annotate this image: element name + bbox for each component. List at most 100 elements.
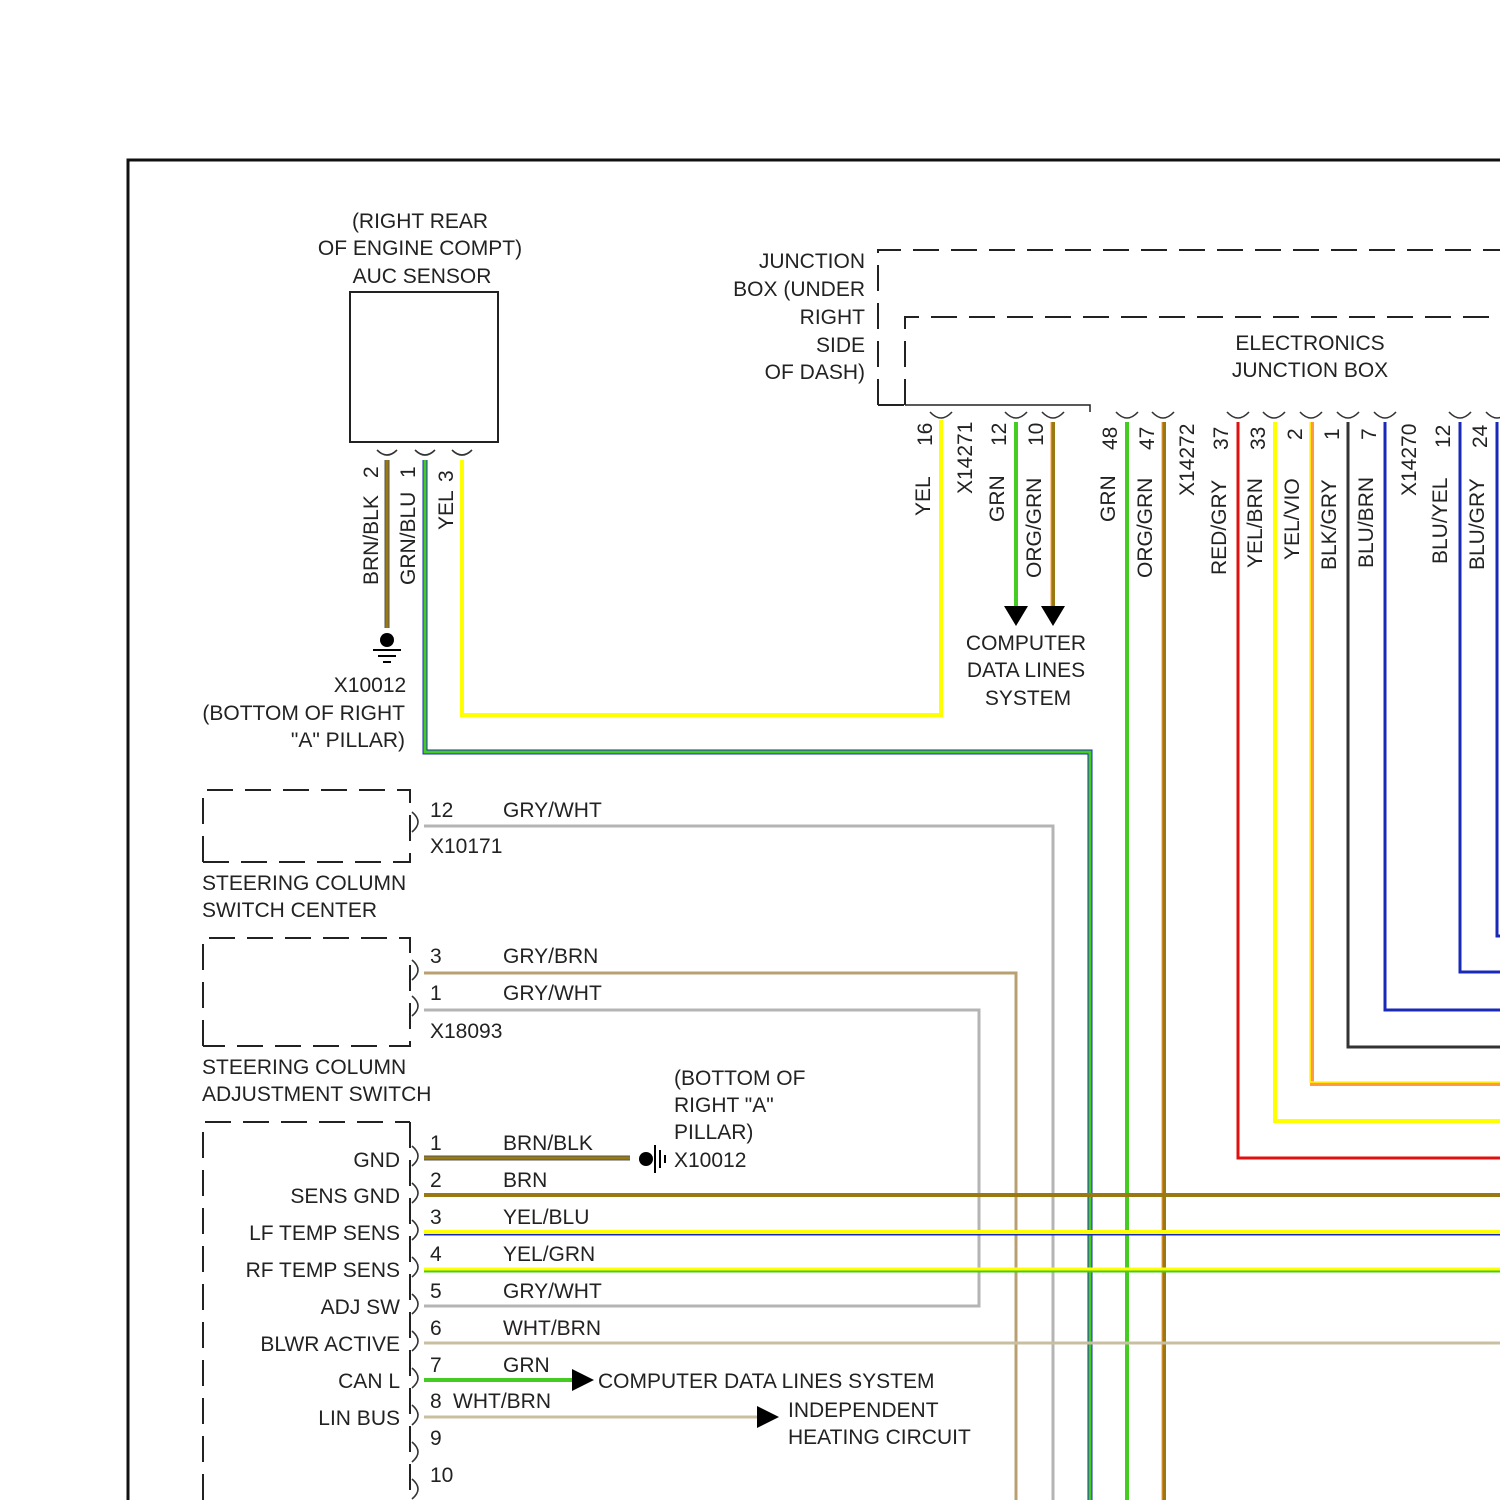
ejb-pin-12b: 12 <box>1432 425 1455 448</box>
junction-box-label-line2: BOX (UNDER <box>733 278 865 301</box>
junction-box-label-line1: JUNCTION <box>759 250 865 273</box>
ejb-wire-org-grn-47: ORG/GRN <box>1134 478 1157 578</box>
ejb-wire-yel-vio: YEL/VIO <box>1281 478 1304 560</box>
ejb-pin-37: 37 <box>1210 427 1233 450</box>
ejb-wire-grn-48: GRN <box>1097 475 1120 522</box>
ejb-pin-7: 7 <box>1358 428 1381 440</box>
wire-yel <box>462 420 941 715</box>
module-pin-6: 6 <box>430 1317 442 1340</box>
module-wire-grn: GRN <box>503 1354 550 1377</box>
module-label-lf-temp-sens: LF TEMP SENS <box>249 1222 400 1245</box>
ejb-wires <box>1004 422 1500 1500</box>
ejb-pin-47: 47 <box>1136 427 1159 450</box>
auc-wire-label-yel: YEL <box>435 490 458 530</box>
junction-box-label-line4: SIDE <box>816 334 865 357</box>
steering-column-switch-center: 1 2 GRY/WHT X10171 STEERING COLUMN SWITCH… <box>202 790 1053 1500</box>
cdl-1-line3: SYSTEM <box>985 687 1071 710</box>
switch-center-label-line1: STEERING COLUMN <box>202 872 406 895</box>
adjust-switch-pin-1: 1 <box>430 982 442 1005</box>
ejb-wire-blu-yel: BLU/YEL <box>1429 478 1452 564</box>
module-label-blwr-active: BLWR ACTIVE <box>260 1333 400 1356</box>
auc-wire-label-grn-blu: GRN/BLU <box>397 492 420 585</box>
module-pin-10: 10 <box>430 1464 453 1487</box>
module-wire-brn: BRN <box>503 1169 547 1192</box>
module-label-gnd: GND <box>353 1149 400 1172</box>
heating-label-line1: INDEPENDENT <box>788 1399 939 1422</box>
ejb-wire-blk-gry: BLK/GRY <box>1318 479 1341 570</box>
ejb-pin-10: 10 <box>1025 423 1048 446</box>
module-wire-wht-brn: WHT/BRN <box>503 1317 601 1340</box>
adjust-switch-label-line2: ADJUSTMENT SWITCH <box>202 1083 431 1106</box>
junction-box-outline <box>878 250 1500 405</box>
module-pin-2: 2 <box>430 1169 442 1192</box>
module-label-adj-sw: ADJ SW <box>321 1296 401 1319</box>
computer-data-lines-label: COMPUTER DATA LINES SYSTEM <box>966 632 1086 710</box>
ground-2-id: X10012 <box>674 1149 746 1172</box>
junction-box-label-line3: RIGHT <box>800 306 866 329</box>
module-wire-wht-brn-lin: WHT/BRN <box>453 1390 551 1413</box>
junction-box-label-line5: OF DASH) <box>765 361 865 384</box>
ejb-wire-yel: YEL <box>912 476 935 516</box>
ejb-outline <box>905 317 1500 405</box>
ejb-connector-x14271: X14271 <box>954 422 977 494</box>
ground-symbol-1: X10012 (BOTTOM OF RIGHT "A" PILLAR) <box>202 633 406 752</box>
ground-1-location-line2: "A" PILLAR) <box>291 729 405 752</box>
ejb-wire-blu-gry: BLU/GRY <box>1466 478 1489 570</box>
switch-center-wire-label: GRY/WHT <box>503 799 602 822</box>
arrow-cdl-2 <box>572 1369 594 1391</box>
ground-2-location-line3: PILLAR) <box>674 1121 753 1144</box>
ejb-label-line2: JUNCTION BOX <box>1232 359 1388 382</box>
ejb-pin-48: 48 <box>1099 427 1122 450</box>
module-label-rf-temp-sens: RF TEMP SENS <box>246 1259 400 1282</box>
junction-box: JUNCTION BOX (UNDER RIGHT SIDE OF DASH) … <box>733 250 1500 412</box>
ejb-pin-12: 12 <box>988 423 1011 446</box>
module-pin-5: 5 <box>430 1280 442 1303</box>
ground-2-location-line2: RIGHT "A" <box>674 1094 774 1117</box>
auc-wires: BRN/BLK 2 GRN/BLU 1 YEL 3 <box>360 420 1090 1500</box>
arrow-heating <box>757 1406 779 1428</box>
cdl-1-line1: COMPUTER <box>966 632 1086 655</box>
module-label-lin-bus: LIN BUS <box>318 1407 400 1430</box>
module-pin-1: 1 <box>430 1132 442 1155</box>
module-pin-8: 8 <box>430 1390 442 1413</box>
arrow-cdl-org-grn <box>1041 606 1065 626</box>
adjust-switch-pin-3: 3 <box>430 945 442 968</box>
auc-sensor-box <box>350 292 498 442</box>
auc-wire-label-brn-blk: BRN/BLK <box>360 495 383 585</box>
auc-sensor-pins <box>377 450 472 455</box>
module-pin-9: 9 <box>430 1427 442 1450</box>
module-pin-7: 7 <box>430 1354 442 1377</box>
cdl-2-label: COMPUTER DATA LINES SYSTEM <box>598 1370 934 1393</box>
ejb-label-line1: ELECTRONICS <box>1235 332 1384 355</box>
auc-pin-1: 1 <box>397 466 420 478</box>
ejb-wire-blu-brn: BLU/BRN <box>1355 477 1378 568</box>
ground-1-location-line1: (BOTTOM OF RIGHT <box>202 702 405 725</box>
module-wire-yel-grn: YEL/GRN <box>503 1243 595 1266</box>
adjust-switch-wire-gry-wht: GRY/WHT <box>503 982 602 1005</box>
module-wire-yel-blu: YEL/BLU <box>503 1206 589 1229</box>
ground-symbol-2: (BOTTOM OF RIGHT "A" PILLAR) X10012 <box>639 1067 805 1173</box>
adjust-switch-wire-gry-brn: GRY/BRN <box>503 945 598 968</box>
auc-sensor-location-line1: (RIGHT REAR <box>352 210 488 233</box>
module-pin-3: 3 <box>430 1206 442 1229</box>
ground-2-location-line1: (BOTTOM OF <box>674 1067 805 1090</box>
ejb-wire-grn: GRN <box>986 475 1009 522</box>
arrow-cdl-grn <box>1004 606 1028 626</box>
ejb-connector-x14270: X14270 <box>1398 424 1421 496</box>
ejb-pin-24: 24 <box>1469 424 1492 448</box>
switch-center-connector: X10171 <box>430 835 502 858</box>
ejb-wire-yel-brn: YEL/BRN <box>1244 478 1267 568</box>
ejb-wire-org-grn: ORG/GRN <box>1023 478 1046 578</box>
ejb-pin-connectors <box>930 412 1500 418</box>
adjust-switch-connector: X18093 <box>430 1020 502 1043</box>
module-label-sens-gnd: SENS GND <box>290 1185 400 1208</box>
ejb-pin-33: 33 <box>1247 427 1270 450</box>
auc-pin-2: 2 <box>360 466 383 478</box>
switch-center-label-line2: SWITCH CENTER <box>202 899 377 922</box>
heating-label-line2: HEATING CIRCUIT <box>788 1426 971 1449</box>
ejb-wire-red-gry: RED/GRY <box>1208 480 1231 575</box>
auc-sensor-location-line2: OF ENGINE COMPT) <box>318 237 522 260</box>
auc-pin-3: 3 <box>435 470 458 482</box>
module-label-can-l: CAN L <box>338 1370 400 1393</box>
